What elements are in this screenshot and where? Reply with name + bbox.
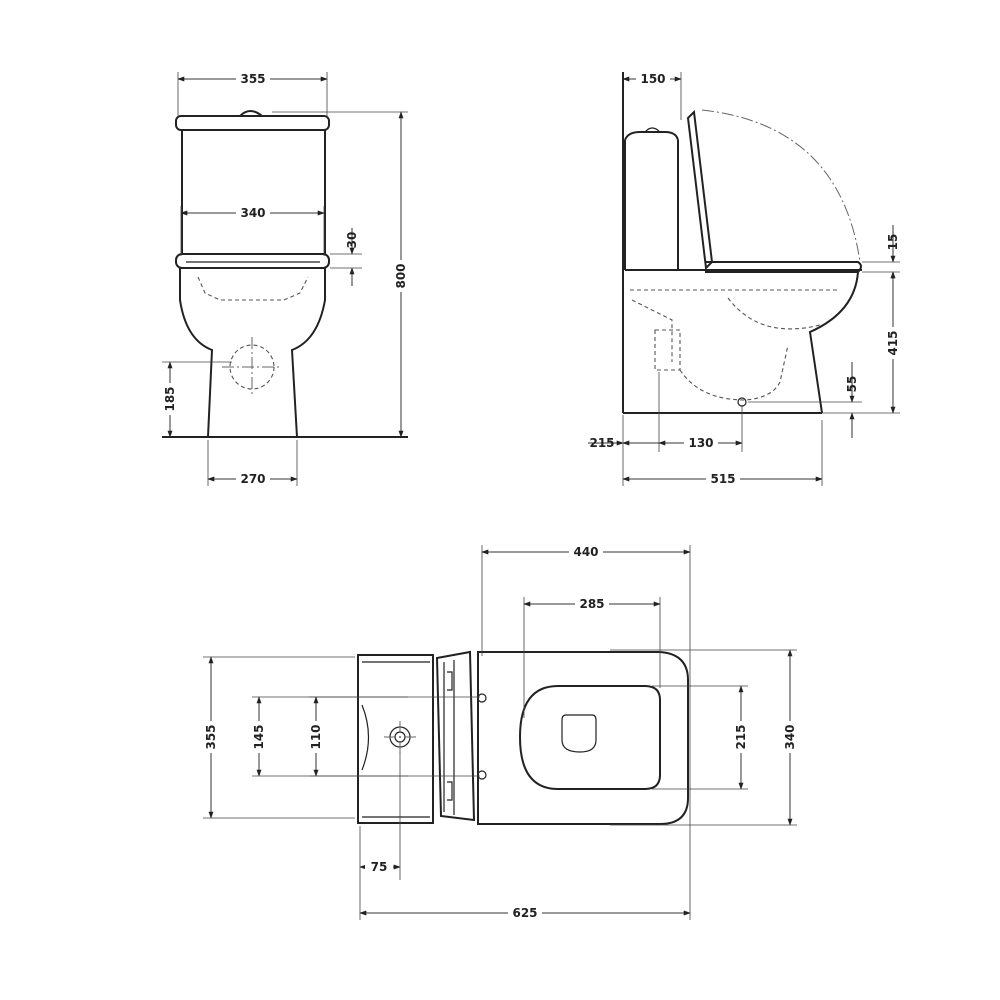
dim-label-seat-width: 340 [240, 206, 265, 220]
dim-label-bowl-length: 440 [573, 545, 598, 559]
dim-label-seat-inner-width: 215 [734, 724, 748, 749]
dim-label-seat-opening: 285 [579, 597, 604, 611]
dim-inlet-offset: 75 [359, 752, 401, 920]
dim-top-tank-width: 355 [203, 656, 355, 819]
dim-label-seat-height: 415 [886, 330, 900, 355]
front-view: 355 340 30 800 185 [162, 71, 409, 486]
dim-seat-thickness: 30 [330, 228, 362, 286]
dim-wall-outlet: 215 130 [588, 372, 743, 486]
dim-outlet-height: 185 [162, 361, 232, 438]
dim-label-seat-thickness: 30 [345, 232, 359, 249]
dim-label-bowl-width: 340 [783, 724, 797, 749]
dim-label-base-width: 270 [240, 472, 265, 486]
dim-total-height: 800 [272, 111, 409, 438]
dim-fixing-spacing: 145 [252, 696, 480, 777]
dim-label-tank-width: 355 [240, 72, 265, 86]
top-bowl [477, 651, 689, 825]
dim-label-outlet-height: 185 [163, 386, 177, 411]
dim-tank-depth: 150 [622, 71, 682, 120]
dim-label-total-length: 625 [512, 906, 537, 920]
dim-tank-width: 355 [177, 71, 328, 116]
dim-seat-offset: 15 [862, 225, 900, 292]
dim-label-total-height: 800 [394, 263, 408, 288]
dim-total-length: 625 [359, 905, 691, 920]
side-bowl [625, 269, 862, 414]
dim-label-seat-offset: 15 [886, 234, 900, 251]
dim-label-tank-depth: 150 [640, 72, 665, 86]
side-cistern [624, 127, 679, 270]
dim-seat-opening: 285 [523, 596, 661, 718]
dim-label-inlet-offset: 75 [371, 860, 388, 874]
dim-outlet-center: 55 [748, 362, 862, 438]
top-cistern [357, 654, 434, 824]
dim-label-total-depth: 515 [710, 472, 735, 486]
lid-swing-arc [701, 109, 861, 263]
dim-label-outlet-center: 55 [845, 376, 859, 393]
side-lid [686, 109, 714, 271]
dim-bowl-width: 340 [610, 649, 798, 826]
dim-label-wall-to-outlet: 215 [589, 436, 614, 450]
side-view: 150 15 415 55 215 130 [588, 71, 901, 486]
front-cistern [175, 110, 330, 258]
front-seat [175, 253, 330, 269]
front-bowl [179, 268, 326, 438]
side-seat [705, 261, 862, 273]
dim-label-outlet-offset: 130 [688, 436, 713, 450]
dim-total-depth: 515 [622, 420, 823, 486]
dim-label-fixing-spacing: 145 [252, 724, 266, 749]
top-view: 440 285 355 145 110 [203, 544, 798, 920]
dim-bowl-length: 440 [481, 544, 691, 920]
dim-seat-inner-width: 215 [652, 685, 749, 790]
dim-seat-width: 340 [180, 205, 325, 256]
dim-base-width: 270 [207, 440, 298, 486]
dim-label-inlet-spacing: 110 [309, 724, 323, 749]
dim-seat-height: 415 [822, 271, 901, 414]
front-outlet [222, 337, 282, 397]
dim-inlet-spacing: 110 [309, 696, 408, 777]
dim-label-top-tank-width: 355 [204, 724, 218, 749]
